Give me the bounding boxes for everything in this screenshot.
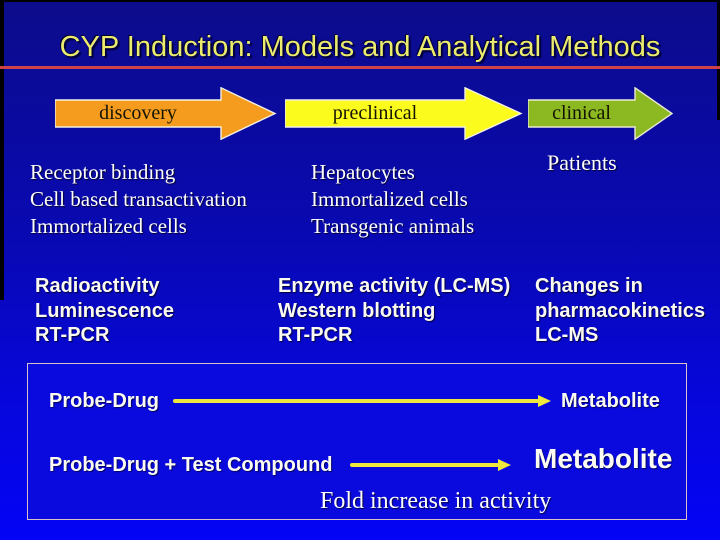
reaction-arrow-icon [173,395,551,407]
stage-label-discovery: discovery [99,102,177,124]
title-divider-line [0,66,720,69]
methods-clinical-list: Changes in pharmacokinetics LC-MS [535,274,705,348]
list-item: Radioactivity [35,275,160,297]
list-item: Cell based transactivation [30,187,247,211]
clinical-stage-arrow: clinical [528,87,674,140]
list-item: Western blotting [278,299,436,322]
right-arrow-icon [285,87,523,140]
list-item: pharmacokinetics [535,299,706,322]
models-discovery-list: Receptor binding Cell based transactivat… [30,159,247,240]
list-item: Patients [547,150,617,175]
list-item: LC-MS [535,324,599,346]
slide-edge-right [717,0,720,120]
arrow-shaft [350,463,499,467]
list-item: Transgenic animals [311,214,475,238]
metabolite-label-large: Metabolite [534,443,673,474]
reaction-arrow-icon [350,459,511,471]
arrow-shaft [173,399,539,403]
list-item: Enzyme activity (LC-MS) [278,275,511,297]
arrow-head [498,459,511,471]
stage-label-preclinical: preclinical [332,102,418,124]
metabolite-label: Metabolite [561,390,660,412]
preclinical-stage-arrow: preclinical [285,87,523,140]
list-item: Hepatocytes [311,160,415,184]
list-item: RT-PCR [278,324,353,346]
arrow-head [538,395,551,407]
list-item: Immortalized cells [30,214,187,238]
right-arrow-icon [528,87,674,140]
models-clinical-list: Patients [547,149,617,176]
models-preclinical-list: Hepatocytes Immortalized cells Transgeni… [311,159,474,240]
fold-increase-caption: Fold increase in activity [320,488,552,514]
slide-edge-left [0,0,4,300]
discovery-stage-arrow: discovery [55,87,277,140]
list-item: Changes in [535,275,643,297]
methods-preclinical-list: Enzyme activity (LC-MS) Western blotting… [278,274,510,348]
list-item: Receptor binding [30,160,176,184]
list-item: RT-PCR [35,324,110,346]
assay-diagram-box: Probe-Drug Metabolite Probe-Drug + Test … [27,363,687,520]
slide-edge-top [0,0,720,2]
list-item: Luminescence [35,299,174,322]
probe-drug-test-compound-label: Probe-Drug + Test Compound [49,454,333,476]
probe-drug-label: Probe-Drug [49,390,159,412]
methods-discovery-list: Radioactivity Luminescence RT-PCR [35,274,174,348]
slide-title: CYP Induction: Models and Analytical Met… [59,31,661,63]
list-item: Immortalized cells [311,187,468,211]
right-arrow-icon [55,87,277,140]
stage-label-clinical: clinical [552,102,611,124]
